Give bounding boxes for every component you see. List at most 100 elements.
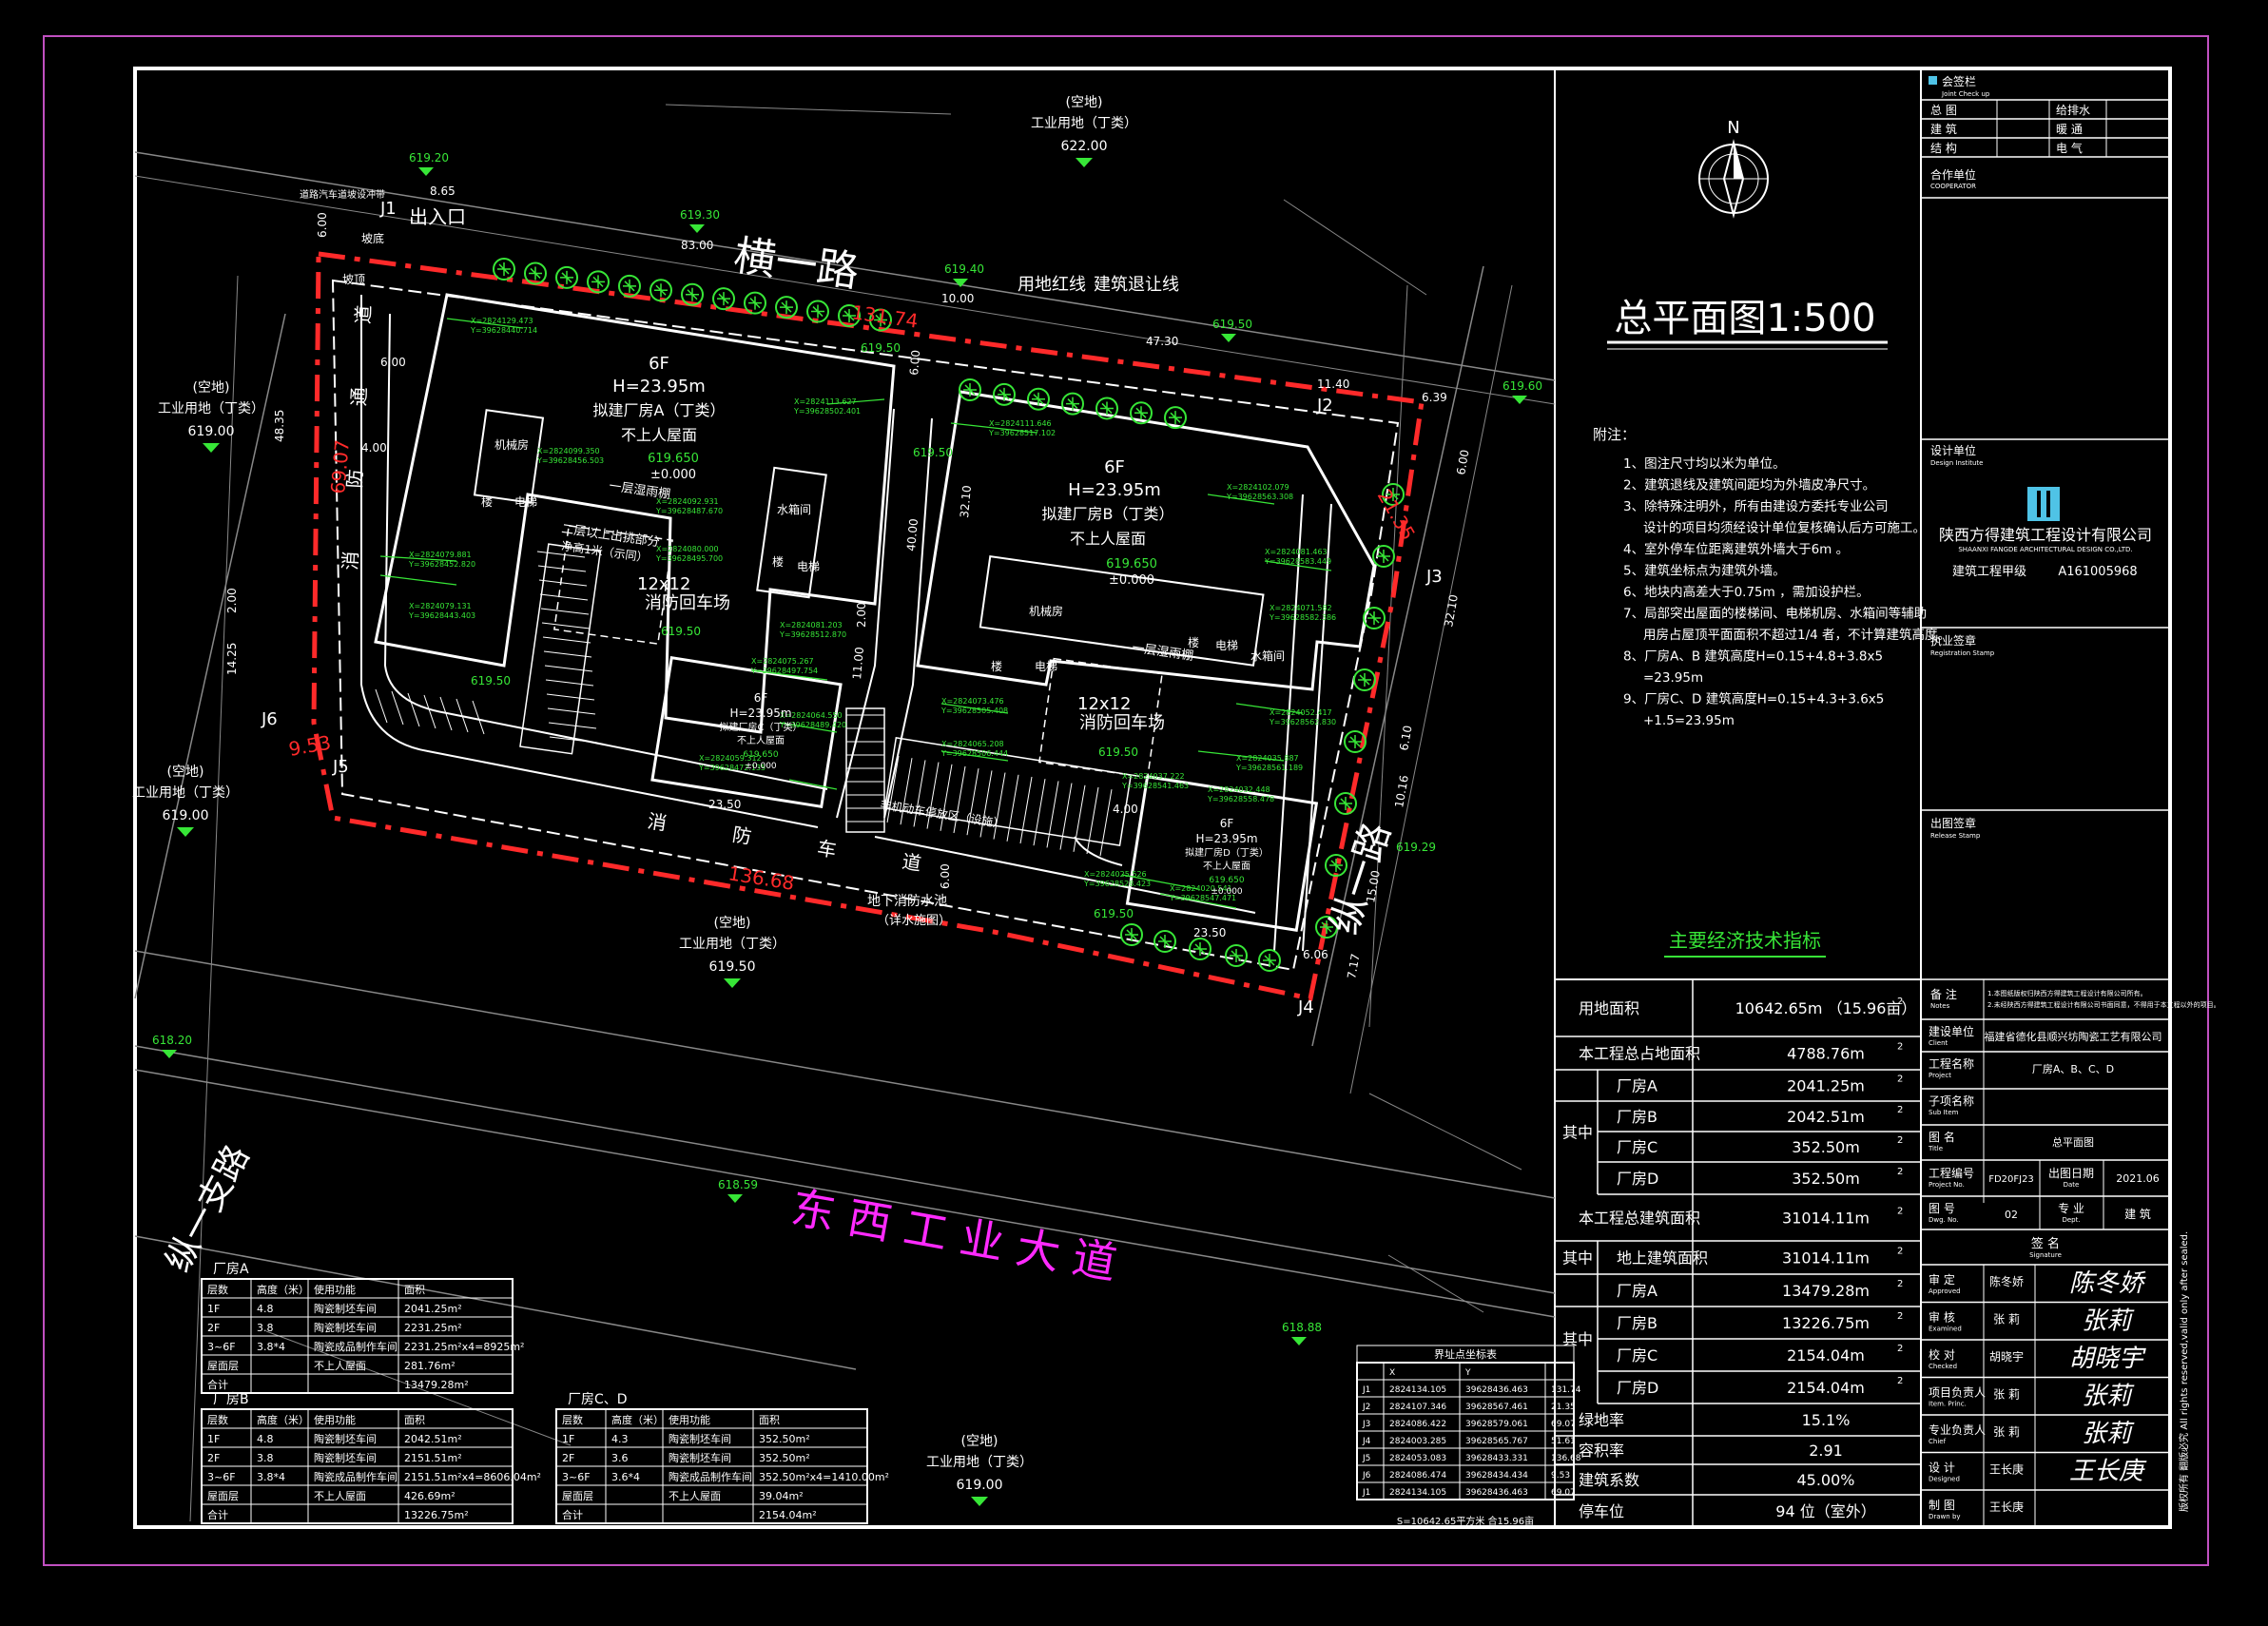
table-cell: 2824053.083 xyxy=(1389,1454,1446,1463)
table-cell: 2041.25m² xyxy=(404,1303,462,1315)
discipline-label: 给排水 xyxy=(2056,104,2090,117)
svg-text:619.50: 619.50 xyxy=(1098,745,1138,759)
table-cell: 281.76m² xyxy=(404,1360,456,1372)
indicator-label: 厂房D xyxy=(1617,1379,1658,1397)
svg-text:J6: J6 xyxy=(261,709,278,729)
discipline-label: 结 构 xyxy=(1930,141,1957,155)
outer-frame xyxy=(43,35,2209,1566)
svg-text:619.650: 619.650 xyxy=(648,452,699,466)
context-lines xyxy=(134,104,1556,1522)
svg-text:Y=39628440.714: Y=39628440.714 xyxy=(470,326,537,335)
svg-text:136.68: 136.68 xyxy=(727,861,796,895)
table-cell: 426.69m² xyxy=(404,1490,456,1502)
indicator-label: 厂房C xyxy=(1617,1346,1657,1365)
tree xyxy=(1120,923,1143,946)
building-a-water-room xyxy=(756,466,827,599)
indicator-value: 4788.76m xyxy=(1787,1045,1865,1063)
indicator-label: 本工程总建筑面积 xyxy=(1579,1210,1700,1228)
tree xyxy=(1344,730,1367,753)
svg-text:X=2824079.881: X=2824079.881 xyxy=(409,551,472,559)
fire-turning-yard-2 xyxy=(1038,657,1163,779)
tree xyxy=(1372,545,1395,568)
tree xyxy=(1334,792,1357,815)
discipline-label: 建 筑 xyxy=(1930,122,1957,136)
dwg-no: 02 xyxy=(2005,1209,2018,1221)
svg-text:32.10: 32.10 xyxy=(1442,593,1461,628)
note-line: 3、除特殊注明外，所有由建设方委托专业公司 xyxy=(1623,499,1889,514)
table-cell: J3 xyxy=(1362,1420,1370,1429)
signer-role: 审 定 xyxy=(1929,1272,1955,1287)
note-line: =23.95m xyxy=(1643,670,1703,686)
titleblock-field-value: 福建省德化县顺兴坊陶瓷工艺有限公司 xyxy=(1985,1030,2162,1043)
table-cell: 2F xyxy=(562,1452,574,1464)
svg-text:机械房: 机械房 xyxy=(494,437,529,452)
indicator-unit-sup: 2 xyxy=(1897,1207,1903,1217)
table-cell: 2F xyxy=(207,1322,220,1334)
tree xyxy=(1095,397,1118,420)
svg-text:电梯: 电梯 xyxy=(1215,639,1238,652)
fire-turning-yard-1 xyxy=(553,525,673,645)
neighbor-1-t2: 工业用地（丁类） xyxy=(1031,116,1137,131)
tree xyxy=(775,296,798,319)
joint-check-title: 会签栏 xyxy=(1942,74,1976,88)
note-line: 2、建筑退线及建筑间距均为外墙皮净尺寸。 xyxy=(1623,478,1875,494)
building-c-labels: 6F H=23.95m 拟建厂房C（丁类） 不上人屋面 619.650 ±0.0… xyxy=(720,691,803,771)
parking-stall xyxy=(544,665,593,672)
signer-role: 设 计 xyxy=(1929,1461,1955,1475)
svg-text:Y=39628497.754: Y=39628497.754 xyxy=(750,667,818,675)
svg-text:X=2824025.526: X=2824025.526 xyxy=(1084,870,1147,879)
neighbor-5-elev: 619.00 xyxy=(957,1478,1003,1493)
company-logo xyxy=(2027,487,2060,521)
svg-text:电梯: 电梯 xyxy=(797,560,820,573)
indicator-label: 本工程总占地面积 xyxy=(1579,1045,1700,1063)
table-header-cell: 高度（米） xyxy=(611,1413,664,1426)
titleblock-field-label: 子项名称 xyxy=(1929,1094,1974,1108)
indicator-value: 352.50m xyxy=(1792,1138,1860,1156)
signer-role: 专业负责人 xyxy=(1929,1423,1986,1437)
titleblock-field-value: 总平面图 xyxy=(2052,1135,2094,1149)
titleblock-field-en: Client xyxy=(1929,1039,1948,1047)
svg-text:电梯: 电梯 xyxy=(1035,660,1057,673)
canopy-a: 一层湿雨棚 xyxy=(608,479,670,502)
table-cell: 39628565.767 xyxy=(1465,1437,1528,1446)
table-cell: 39628436.463 xyxy=(1465,1488,1528,1498)
notes-block: 附注：1、图注尺寸均以米为单位。2、建筑退线及建筑间距均为外墙皮净尺寸。3、除特… xyxy=(1593,426,1950,728)
parking-stall xyxy=(541,622,591,629)
note-line: 设计的项目均须经设计单位复核确认后方可施工。 xyxy=(1643,520,1926,536)
svg-text:J2: J2 xyxy=(1316,396,1333,416)
table-cell: 屋面层 xyxy=(207,1360,239,1372)
table-cell: 3.8*4 xyxy=(257,1471,285,1483)
table-cell: 陶瓷成品制作车间 xyxy=(314,1340,397,1353)
svg-text:Y=39628583.449: Y=39628583.449 xyxy=(1264,557,1331,566)
date-label: 出图日期 xyxy=(2048,1167,2094,1180)
svg-text:机械房: 机械房 xyxy=(1029,604,1063,618)
table-cell: 2151.51m² xyxy=(404,1452,462,1464)
neighbor-4-elev: 619.50 xyxy=(709,959,756,975)
indicator-value: 45.00% xyxy=(1796,1471,1854,1489)
table-cell: 陶瓷成品制作车间 xyxy=(669,1470,752,1483)
titleblock-field-label: 建设单位 xyxy=(1929,1024,1974,1038)
project-no-label: 工程编号 xyxy=(1929,1166,1974,1180)
svg-text:Y=39628506.444: Y=39628506.444 xyxy=(940,749,1008,758)
svg-text:9.53: 9.53 xyxy=(287,731,333,761)
road-heng: 横一路 xyxy=(730,231,862,297)
parking-stall xyxy=(456,698,469,733)
svg-text:6.10: 6.10 xyxy=(1397,725,1414,752)
coord-footer: S=10642.65平方米 合15.96亩 xyxy=(1397,1515,1534,1527)
svg-text:J3: J3 xyxy=(1425,567,1443,587)
fire-yard-1-size: 12x12 xyxy=(637,574,690,594)
fire-yard-2-size: 12x12 xyxy=(1077,694,1131,714)
signature-mark: 张莉 xyxy=(2082,1383,2135,1411)
svg-text:Y=39628489.420: Y=39628489.420 xyxy=(779,721,846,729)
signer-name: 陈冬娇 xyxy=(1989,1274,2024,1288)
svg-text:4.00: 4.00 xyxy=(361,441,387,455)
coop-label: 合作单位 xyxy=(1930,167,1976,182)
table-header-cell: 高度（米） xyxy=(257,1283,309,1296)
site-redline xyxy=(311,251,1425,1001)
svg-text:拟建厂房C（丁类）: 拟建厂房C（丁类） xyxy=(720,721,803,733)
parking-stall xyxy=(407,692,420,727)
table-cell: 69.07 xyxy=(1551,1420,1576,1429)
svg-text:Y=39628562.830: Y=39628562.830 xyxy=(1269,718,1336,726)
svg-text:619.50: 619.50 xyxy=(661,625,701,638)
table-cell: 陶瓷制坯车间 xyxy=(314,1302,377,1315)
